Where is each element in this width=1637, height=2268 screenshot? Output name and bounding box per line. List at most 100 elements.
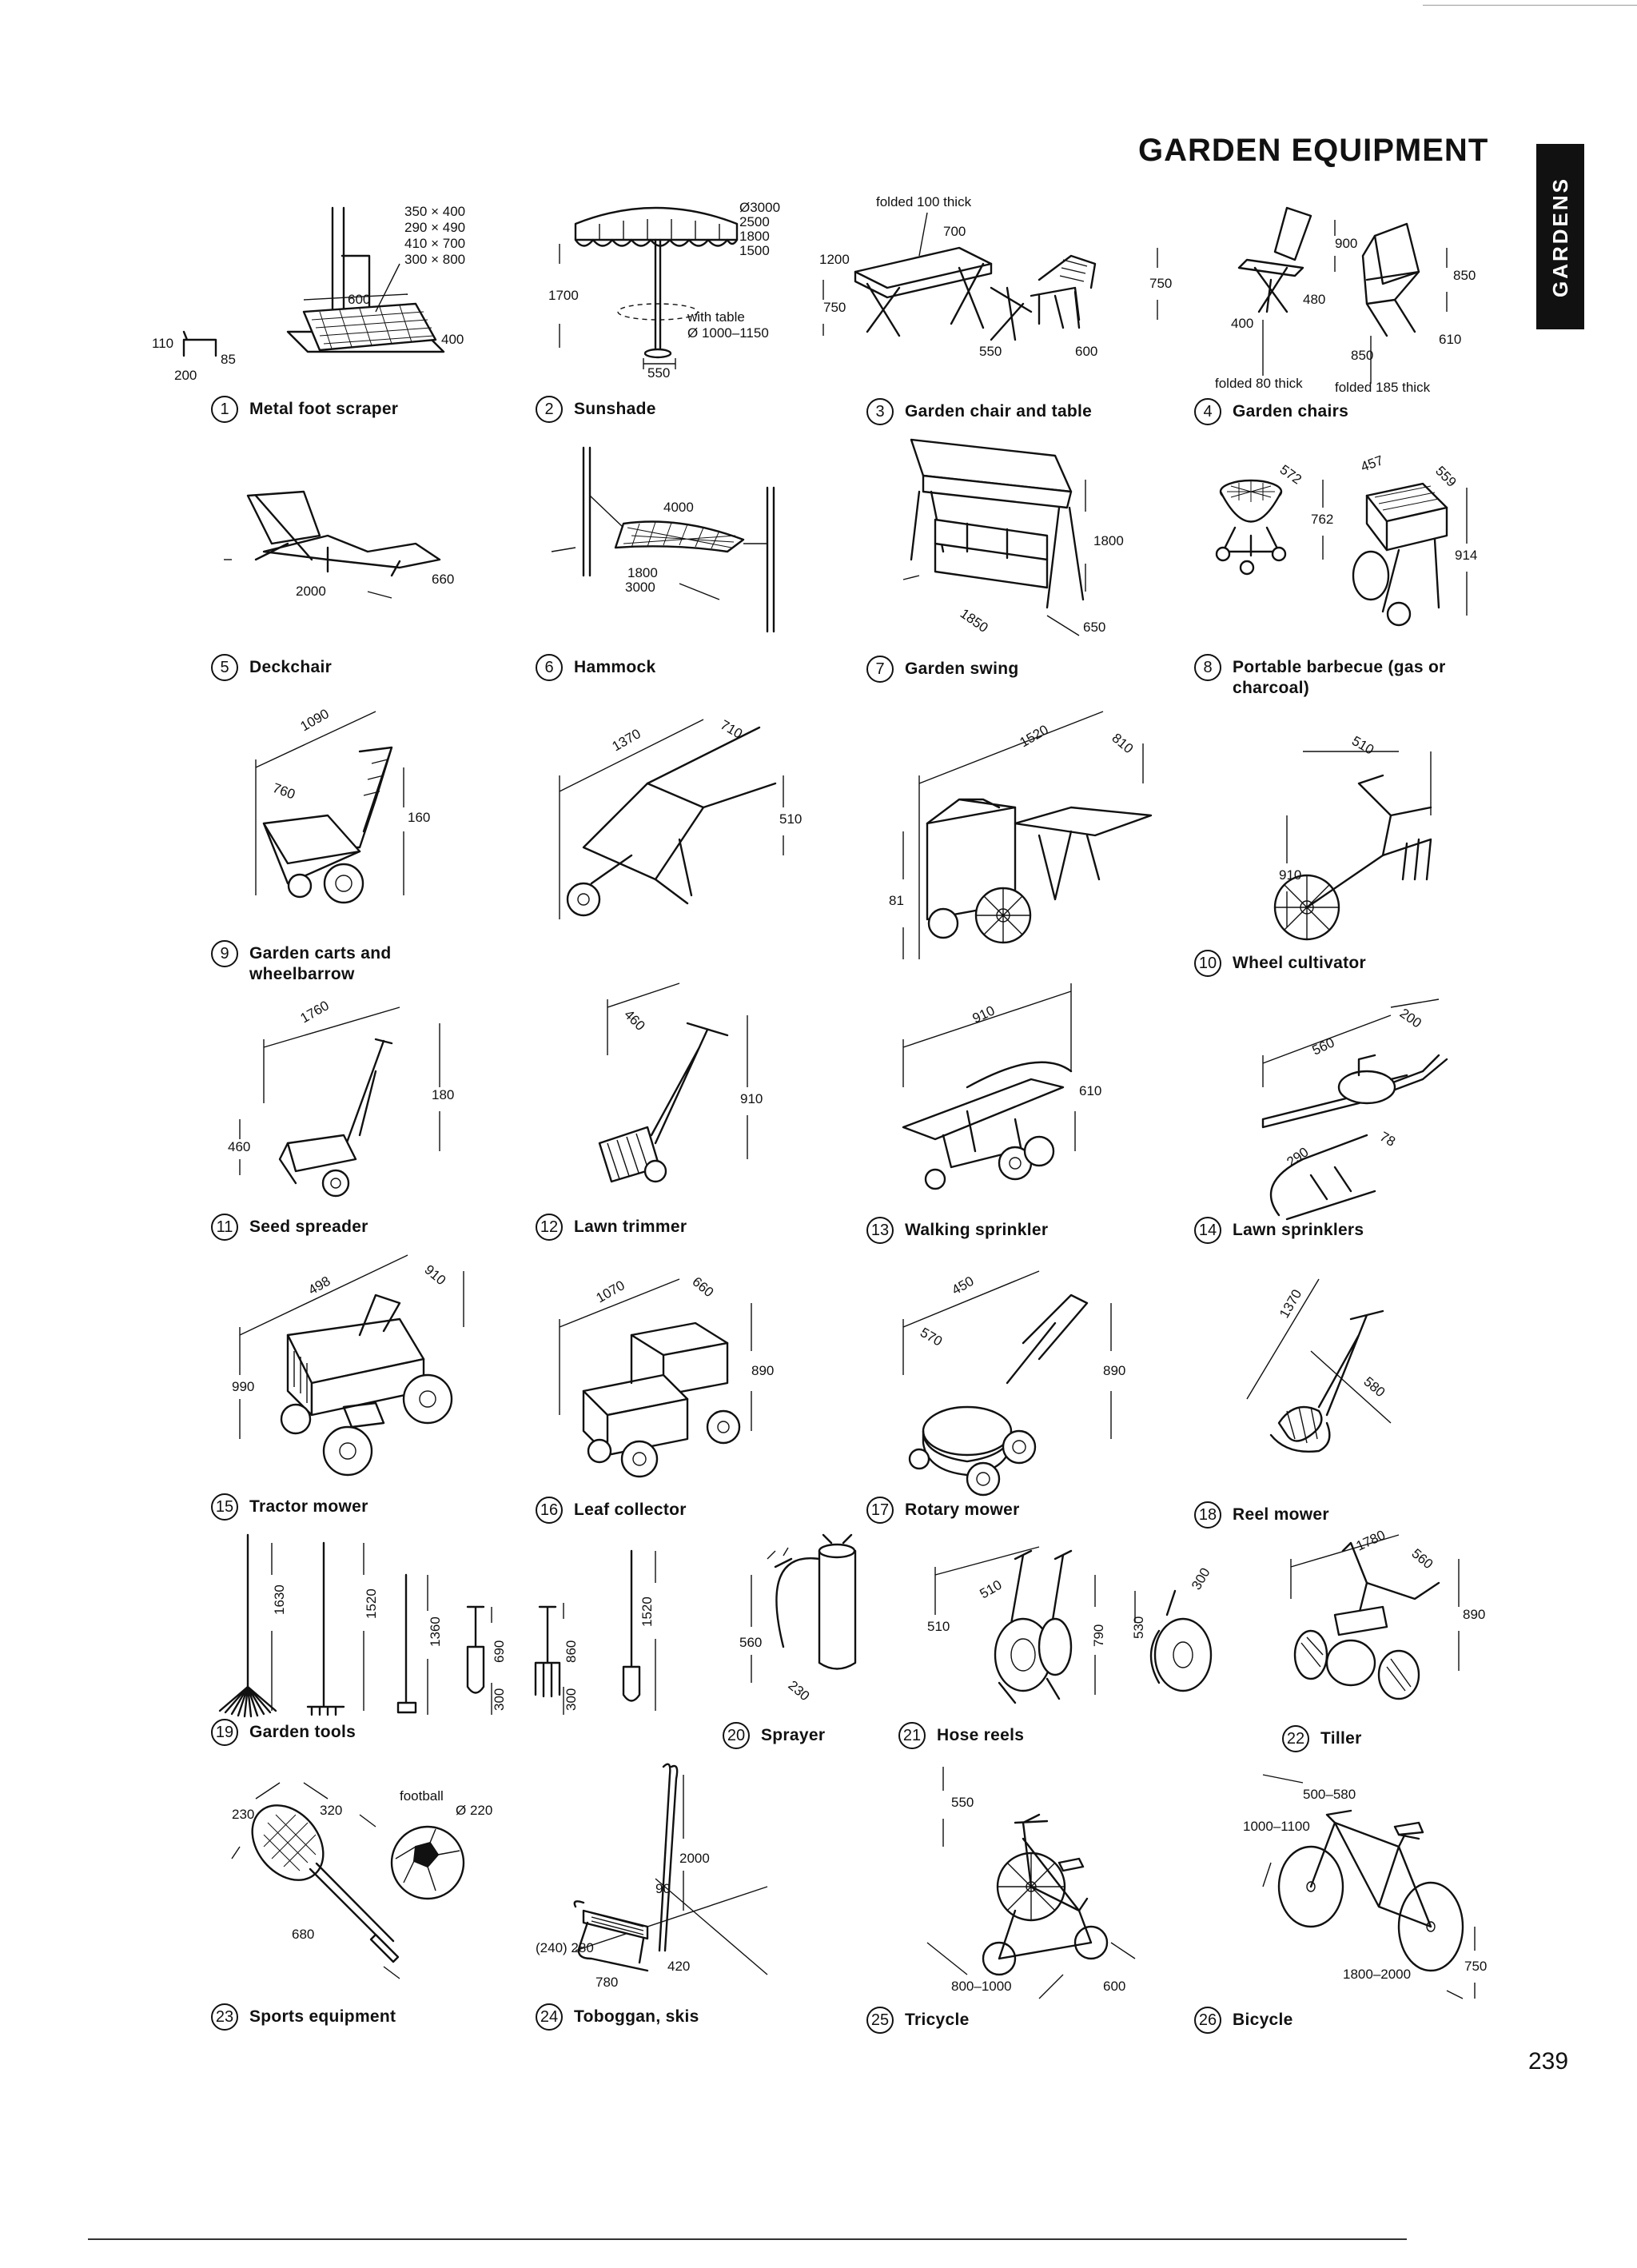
dim-label: 1700 [548,288,579,303]
dim-label: 480 [1303,292,1325,307]
item-number: 19 [211,1719,238,1746]
item-caption: 8 Portable barbecue (gas or charcoal) [1194,654,1464,699]
item-caption: 10 Wheel cultivator [1194,950,1366,977]
dim-label: 1850 [958,606,991,636]
item-caption: 21 Hose reels [898,1722,1024,1749]
dim-label: 890 [1103,1363,1125,1378]
item-number: 24 [536,2003,563,2031]
item-number: 21 [898,1722,926,1749]
dim-label: 498 [306,1274,333,1298]
item-label: Lawn trimmer [574,1218,687,1236]
dim-label: 1520 [1018,722,1051,750]
dim-label: 560 [1408,1546,1436,1572]
dim-label: 570 [918,1325,945,1349]
item-label: Lawn sprinklers [1233,1221,1364,1239]
dim-label: 572 [1277,462,1304,488]
item-label: Bicycle [1233,2011,1293,2029]
item-caption: 1 Metal foot scraper [211,396,398,423]
bicycle-illustration: 500–580 1000–1100 1800–2000 750 [1243,1774,1487,1999]
lawn-trimmer-illustration: 460 910 [598,983,763,1183]
dim-label: 559 [1432,463,1459,489]
item-label: Wheel cultivator [1233,954,1366,972]
item-caption: 7 Garden swing [866,656,1018,683]
dim-label: 1760 [298,998,332,1026]
dim-label: 550 [647,365,670,381]
dim-label: 1780 [1354,1527,1388,1553]
dim-label: 530 [1131,1616,1146,1639]
item-number: 14 [1194,1217,1221,1244]
dim-label: 420 [667,1959,690,1974]
dim-label: 560 [1310,1034,1337,1058]
walking-sprinkler-illustration: 910 610 [902,983,1101,1190]
dim-label: 400 [441,332,464,347]
dim-label: 750 [823,300,846,315]
item-number: 5 [211,654,238,681]
dim-label: folded 80 thick [1215,376,1303,391]
item-label: Sports equipment [249,2007,396,2026]
item-number: 15 [211,1493,238,1521]
dim-label: Ø3000 [739,200,780,215]
item-number: 17 [866,1497,894,1524]
footer-rule [88,2238,1407,2240]
reel-mower-illustration: 1370 580 [1246,1278,1392,1453]
wheelbarrow-illustration: 1370 710 510 [559,717,802,919]
deckchair-illustration: 2000 660 [224,490,454,599]
chair-table-illustration: folded 100 thick 1200 750 700 750 550 60… [819,194,1172,359]
dim-label: football [400,1788,444,1804]
dim-label: 910 [421,1262,448,1289]
item-label: Hammock [574,658,656,676]
dim-label: 510 [978,1577,1005,1602]
hose-reels-illustration: 510 510 790 300 530 [927,1546,1213,1704]
dim-label: 300 [492,1688,507,1711]
barbecue-illustration: 572 457 559 762 914 [1215,452,1477,627]
item-caption: 9 Garden carts and wheelbarrow [211,940,481,985]
item-label: Seed spreader [249,1218,368,1236]
dim-label: 660 [432,572,454,587]
dim-label: 600 [348,292,370,307]
tricycle-illustration: 550 800–1000 600 [926,1767,1136,1999]
foot-scraper-illustration: 350 × 400 290 × 490 410 × 700 300 × 800 … [152,204,465,383]
dim-label: 1520 [364,1588,379,1619]
dim-label: 680 [292,1927,314,1942]
item-label: Garden chair and table [905,402,1093,421]
dim-label: 450 [950,1274,977,1298]
item-caption: 17 Rotary mower [866,1497,1020,1524]
toboggan-skis-illustration: 2000 90 (240) 280 780 420 [536,1763,768,1990]
dim-label: 700 [943,224,966,239]
lawn-sprinklers-illustration: 560 200 290 78 [1261,998,1448,1221]
item-number: 22 [1282,1725,1309,1752]
dim-label: 762 [1311,512,1333,527]
item-caption: 25 Tricycle [866,2007,970,2034]
garden-cart-illustration: 1090 760 160 [255,706,430,904]
dim-label: 900 [1335,236,1357,251]
dim-label: 300 × 800 [404,252,465,267]
hammock-illustration: 4000 1800 3000 [551,446,775,633]
item-caption: 22 Tiller [1282,1725,1362,1752]
wheel-cultivator-illustration: 510 910 [1273,733,1432,941]
dim-label: folded 185 thick [1335,380,1431,395]
item-caption: 5 Deckchair [211,654,332,681]
dim-label: 460 [228,1139,250,1154]
dim-label: 750 [1464,1959,1487,1974]
dim-label: 2000 [296,584,326,599]
dim-label: 320 [320,1803,342,1818]
dim-label: 810 [1109,731,1136,757]
dim-label: 3000 [625,580,655,595]
item-label: Rotary mower [905,1501,1020,1519]
seed-spreader-illustration: 1760 180 460 [228,998,454,1198]
item-number: 7 [866,656,894,683]
dim-label: 850 [1351,348,1373,363]
page-number: 239 [1528,2048,1569,2075]
item-label: Leaf collector [574,1501,687,1519]
item-number: 10 [1194,950,1221,977]
dim-label: 1630 [272,1584,287,1615]
dim-label: 110 [152,336,173,351]
item-label: Tractor mower [249,1497,368,1516]
item-label: Garden chairs [1233,402,1349,421]
dim-label: 510 [1349,733,1376,758]
dim-label: 914 [1455,548,1477,563]
item-number: 6 [536,654,563,681]
dim-label: 510 [927,1619,950,1634]
item-number: 11 [211,1214,238,1241]
item-label: Tricycle [905,2011,970,2029]
